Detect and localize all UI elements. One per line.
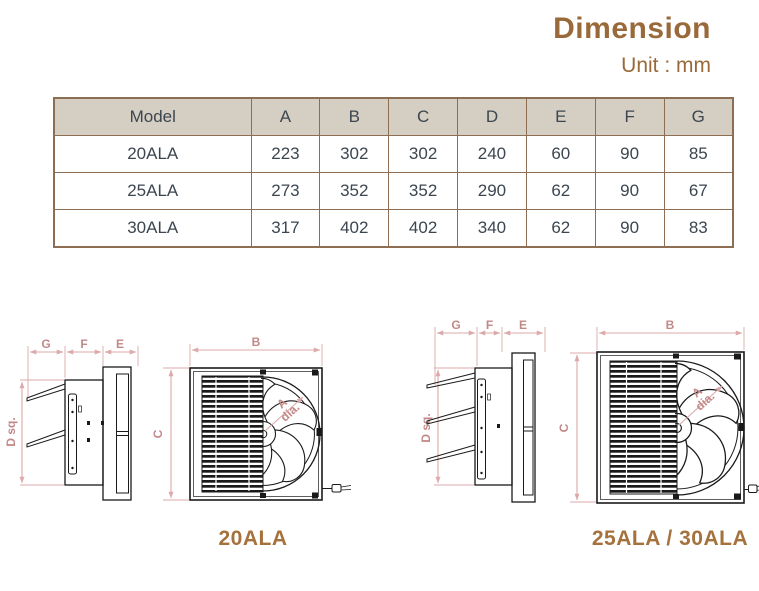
- shutter-panel: [511, 352, 536, 503]
- dimension-b-left: B: [189, 335, 323, 366]
- table-row: 25ALA 273 352 352 290 62 90 67: [53, 172, 734, 210]
- side-clip: [738, 423, 745, 431]
- power-cord: [744, 484, 759, 493]
- table-header-row: Model A B C D E F G: [53, 97, 734, 136]
- value-cell: 90: [594, 172, 665, 210]
- front-view-20ala: A dia.: [189, 367, 352, 501]
- value-cell: 223: [250, 135, 321, 173]
- column-header-e: E: [525, 97, 596, 136]
- side-view-25ala-30ala: [426, 352, 536, 503]
- model-cell: 30ALA: [53, 209, 252, 248]
- column-header-f: F: [594, 97, 665, 136]
- dim-label-c: C: [557, 423, 571, 432]
- value-cell: 317: [250, 209, 321, 248]
- column-header-d: D: [457, 97, 527, 136]
- mount-rod: [426, 372, 476, 389]
- value-cell: 67: [663, 172, 734, 210]
- table-row: 30ALA 317 402 402 340 62 90 83: [53, 209, 734, 248]
- value-cell: 85: [663, 135, 734, 173]
- unit-label: Unit : mm: [621, 54, 711, 77]
- side-view-20ala: [26, 366, 132, 501]
- dimension-c-right: C: [557, 352, 596, 503]
- power-cord: [322, 484, 352, 493]
- dim-label-f: F: [486, 318, 493, 332]
- value-cell: 290: [457, 172, 527, 210]
- louver-grille: [609, 360, 678, 495]
- dimension-dsq-left: D sq.: [4, 379, 64, 486]
- dimension-c-left: C: [151, 367, 189, 501]
- front-view-25ala-30ala: A dia.: [596, 351, 759, 504]
- value-cell: 402: [319, 209, 390, 248]
- value-cell: 302: [319, 135, 390, 173]
- mount-rod: [26, 383, 66, 402]
- dimension-gfe-right: G F E: [434, 318, 546, 385]
- dim-label-f: F: [80, 337, 87, 351]
- dim-label-e: E: [116, 337, 124, 351]
- corner-screw: [734, 493, 741, 500]
- model-cell: 25ALA: [53, 172, 252, 210]
- dim-label-b: B: [252, 335, 261, 349]
- side-clip: [316, 428, 323, 436]
- column-header-g: G: [663, 97, 734, 136]
- value-cell: 62: [525, 172, 596, 210]
- value-cell: 273: [250, 172, 321, 210]
- louver-grille: [201, 375, 264, 493]
- column-header-c: C: [388, 97, 459, 136]
- dim-label-e: E: [519, 318, 527, 332]
- dimension-b-right: B: [596, 318, 745, 350]
- dimensions-table: Model A B C D E F G 20ALA 223 302 302 24…: [53, 97, 734, 248]
- value-cell: 83: [663, 209, 734, 248]
- page-title: Dimension: [553, 12, 711, 45]
- mount-rod: [426, 444, 476, 463]
- caption-25ala-30ala: 25ALA / 30ALA: [591, 527, 749, 550]
- corner-screw: [312, 492, 318, 499]
- value-cell: 90: [594, 135, 665, 173]
- model-cell: 20ALA: [53, 135, 252, 173]
- dim-label-b: B: [666, 318, 675, 332]
- table-row: 20ALA 223 302 302 240 60 90 85: [53, 135, 734, 173]
- dim-label-dsq: D sq.: [419, 413, 433, 442]
- value-cell: 62: [525, 209, 596, 248]
- column-header-a: A: [250, 97, 321, 136]
- value-cell: 352: [388, 172, 459, 210]
- technical-drawings: G F E D sq.: [4, 318, 759, 504]
- value-cell: 60: [525, 135, 596, 173]
- value-cell: 402: [388, 209, 459, 248]
- shutter-panel: [102, 366, 132, 501]
- corner-screw: [312, 369, 318, 376]
- dim-label-g: G: [451, 318, 460, 332]
- mount-rod: [26, 429, 66, 448]
- mount-rod: [426, 406, 476, 425]
- dimension-gfe-left: G F E: [27, 337, 139, 398]
- dim-label-dsq: D sq.: [4, 417, 18, 446]
- value-cell: 352: [319, 172, 390, 210]
- caption-20ala: 20ALA: [218, 527, 288, 550]
- column-header-model: Model: [53, 97, 252, 136]
- value-cell: 90: [594, 209, 665, 248]
- value-cell: 240: [457, 135, 527, 173]
- column-header-b: B: [319, 97, 390, 136]
- dim-label-g: G: [41, 337, 50, 351]
- diagram-20ala: G F E D sq.: [4, 335, 352, 501]
- value-cell: 340: [457, 209, 527, 248]
- value-cell: 302: [388, 135, 459, 173]
- diagram-25ala-30ala: G F E D sq.: [419, 318, 759, 504]
- corner-screw: [734, 353, 741, 360]
- dim-label-c: C: [151, 429, 165, 438]
